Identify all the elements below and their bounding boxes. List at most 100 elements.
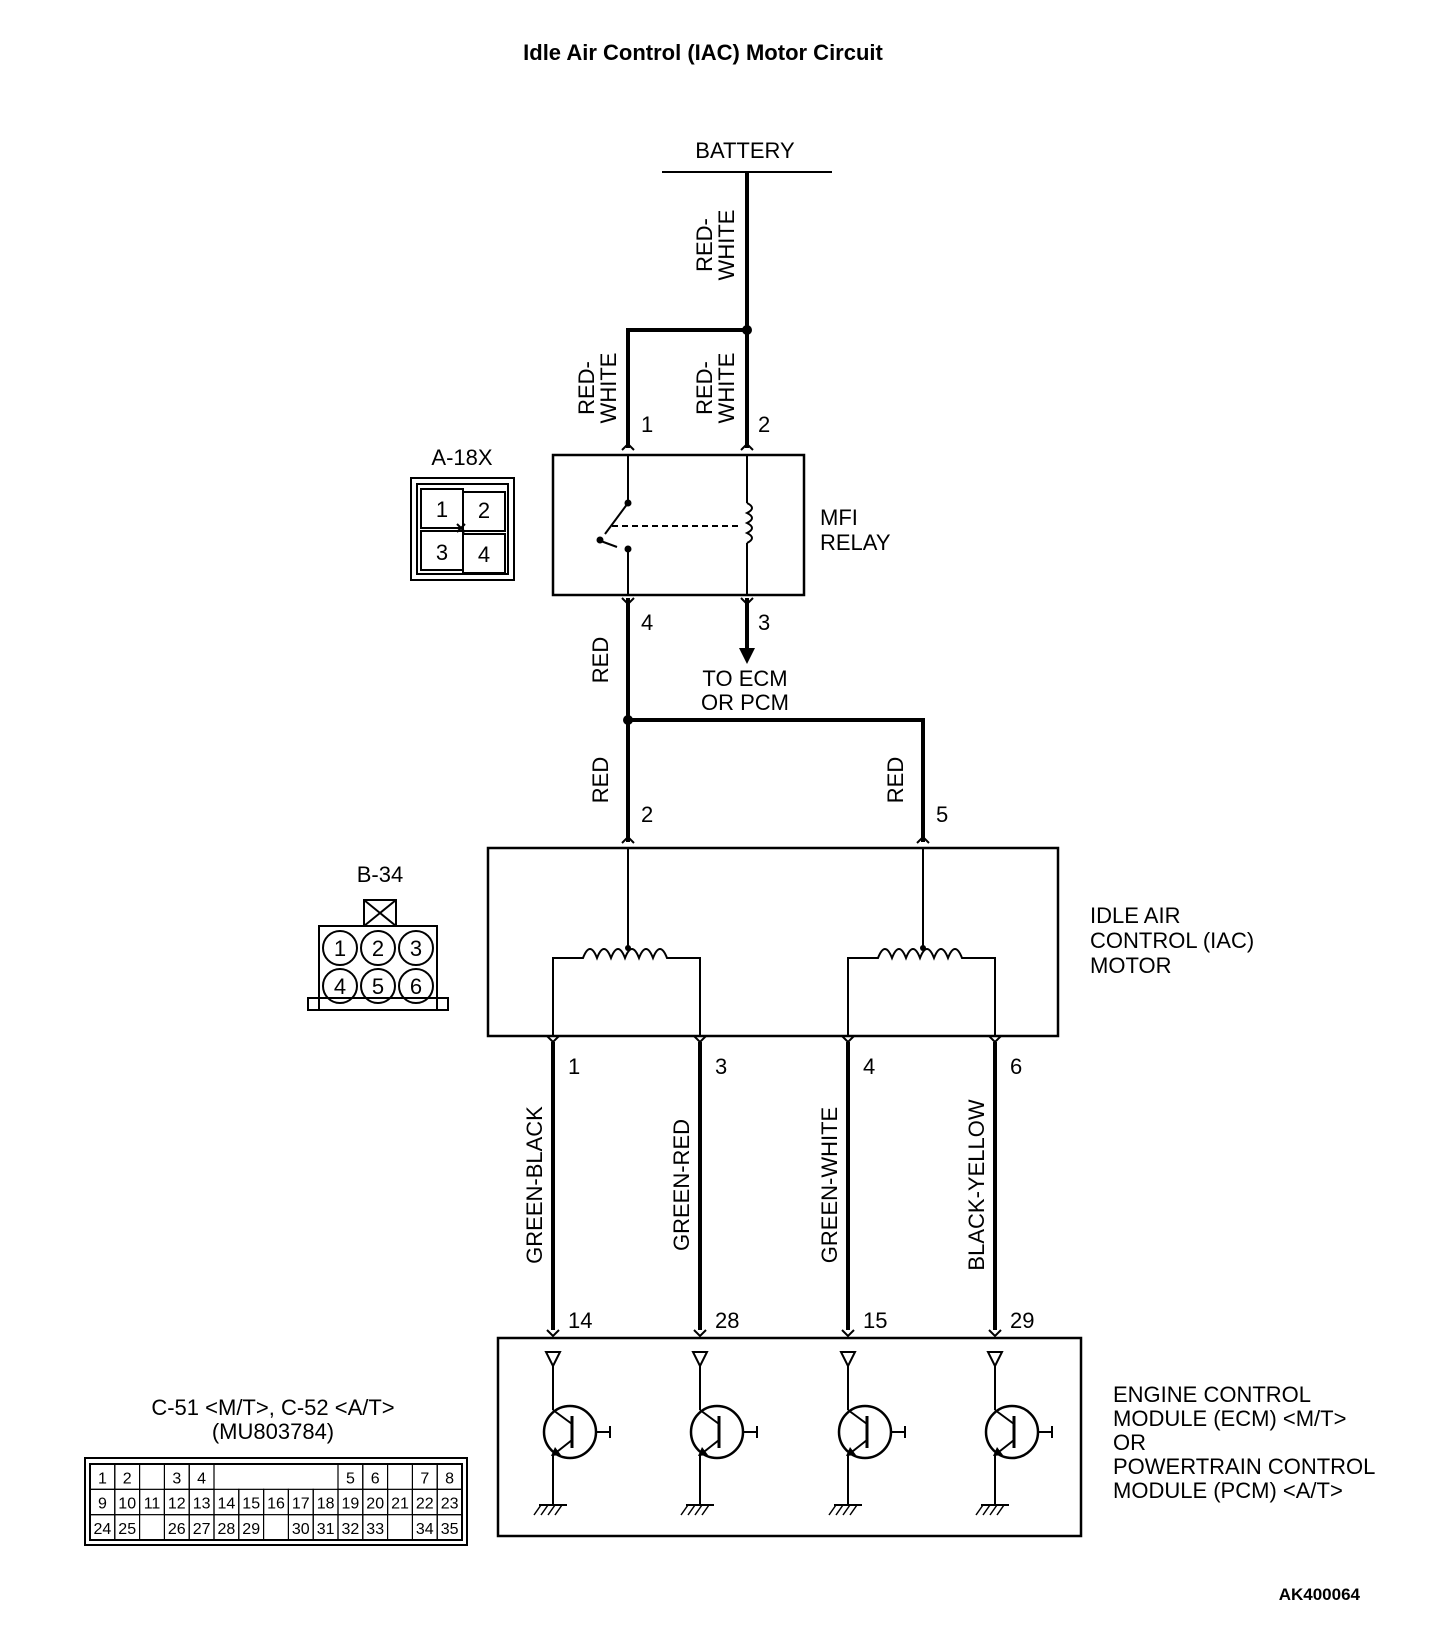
wire-label-relay-pin2: RED- WHITE (692, 353, 739, 424)
connector-c51-pin: 16 (267, 1496, 285, 1513)
ecm-driver-transistor (680, 1351, 758, 1516)
connector-c51-pin: 28 (218, 1521, 236, 1538)
svg-text:WHITE: WHITE (714, 353, 739, 424)
iac-pin-3: 3 (715, 1054, 727, 1079)
wire-label-green-black: GREEN-BLACK (522, 1106, 547, 1264)
ecm-label: ENGINE CONTROL MODULE (ECM) <M/T> OR POW… (1113, 1382, 1375, 1503)
terminal-mark (621, 442, 635, 451)
svg-text:MODULE (PCM) <A/T>: MODULE (PCM) <A/T> (1113, 1478, 1343, 1503)
svg-text:3: 3 (410, 936, 422, 961)
svg-text:2: 2 (372, 936, 384, 961)
connector-c51-pin: 33 (366, 1521, 384, 1538)
connector-c51-pin: 34 (416, 1521, 434, 1538)
svg-text:RELAY: RELAY (820, 530, 891, 555)
wire-iac-pin5 (628, 718, 925, 842)
connector-a18x: 1 2 3 4 (410, 477, 515, 581)
svg-text:1: 1 (334, 936, 346, 961)
connector-c51-pin: 2 (123, 1470, 132, 1487)
connector-c51-pin: 31 (317, 1521, 335, 1538)
svg-text:RED-: RED- (692, 218, 717, 272)
ecm-pin-28: 28 (715, 1308, 739, 1333)
figure-code: AK400064 (1279, 1585, 1361, 1604)
svg-text:OR PCM: OR PCM (701, 690, 789, 715)
wire-label-iac-pin5: RED (883, 757, 908, 803)
svg-text:4: 4 (334, 974, 346, 999)
terminal-mark (621, 835, 635, 844)
iac-motor-label: IDLE AIR CONTROL (IAC) MOTOR (1090, 903, 1254, 978)
connector-c51-pin: 27 (193, 1521, 211, 1538)
connector-c51-pin: 10 (118, 1496, 136, 1513)
connector-c51-cell (238, 1514, 265, 1541)
ecm-driver-transistor (828, 1351, 906, 1516)
connector-c51-pin: 23 (441, 1496, 459, 1513)
svg-text:OR: OR (1113, 1430, 1146, 1455)
connector-c51-pin: 30 (292, 1521, 310, 1538)
connector-c51-pin: 5 (346, 1470, 355, 1487)
connector-c51-pin: 19 (342, 1496, 360, 1513)
iac-coil-left (552, 948, 701, 1036)
terminal-mark (916, 835, 930, 844)
connector-c51-cell (114, 1514, 141, 1541)
svg-text:1: 1 (436, 497, 448, 522)
connector-c51-pin: 32 (342, 1521, 360, 1538)
connector-c51-pin: 20 (366, 1496, 384, 1513)
relay-pin-3: 3 (758, 610, 770, 635)
terminal-mark (546, 1329, 560, 1338)
mfi-relay-box (551, 453, 806, 597)
ecm-pin-15: 15 (863, 1308, 887, 1333)
connector-c51-name: C-51 <M/T>, C-52 <A/T> (151, 1395, 394, 1420)
wire-label-relay-out: RED (588, 637, 613, 683)
connector-c51-pin: 29 (242, 1521, 260, 1538)
iac-coil-right (847, 948, 996, 1036)
relay-coil (744, 502, 753, 544)
wire-label-relay-pin1: RED- WHITE (574, 353, 621, 424)
terminal-mark (740, 442, 754, 451)
connector-c51-pin: 14 (218, 1496, 236, 1513)
connector-c51-pin: 35 (441, 1521, 459, 1538)
svg-text:3: 3 (436, 540, 448, 565)
connector-c51-cell (436, 1514, 463, 1541)
battery-label: BATTERY (695, 138, 795, 163)
ecm-driver-transistor (975, 1351, 1053, 1516)
connector-c51-pin: 12 (168, 1496, 186, 1513)
wire-relay-pin1 (626, 328, 747, 448)
connector-c51-pin: 17 (292, 1496, 310, 1513)
connector-c51-pin: 3 (172, 1470, 181, 1487)
connector-b34: 1 2 3 4 5 6 (307, 899, 449, 1011)
connector-a18x-name: A-18X (431, 445, 492, 470)
svg-text:MODULE (ECM) <M/T>: MODULE (ECM) <M/T> (1113, 1406, 1346, 1431)
wire-label-green-white: GREEN-WHITE (817, 1107, 842, 1263)
iac-pin-6: 6 (1010, 1054, 1022, 1079)
ecm-pin-14: 14 (568, 1308, 592, 1333)
svg-text:CONTROL (IAC): CONTROL (IAC) (1090, 928, 1254, 953)
connector-b34-name: B-34 (357, 862, 403, 887)
svg-text:RED-: RED- (692, 361, 717, 415)
iac-pin-4: 4 (863, 1054, 875, 1079)
svg-text:IDLE AIR: IDLE AIR (1090, 903, 1180, 928)
iac-pin-5: 5 (936, 802, 948, 827)
connector-c51-pin: 6 (371, 1470, 380, 1487)
svg-text:6: 6 (410, 974, 422, 999)
wire-label-iac-pin2: RED (588, 757, 613, 803)
ecm-box (496, 1336, 1083, 1538)
coil-center-tap (920, 945, 926, 951)
ecm-driver-transistor (533, 1351, 611, 1516)
terminal-mark (988, 1329, 1002, 1338)
terminal-mark (841, 1329, 855, 1338)
connector-c51-pin: 15 (242, 1496, 260, 1513)
relay-switch-arm (597, 539, 618, 548)
svg-text:2: 2 (478, 498, 490, 523)
connector-c51-pin: 9 (98, 1496, 107, 1513)
svg-text:WHITE: WHITE (596, 353, 621, 424)
connector-c51-pin: 22 (416, 1496, 434, 1513)
terminal-mark (693, 1329, 707, 1338)
connector-c51-pin: 21 (391, 1496, 409, 1513)
ecm-drivers (533, 1351, 1053, 1516)
svg-text:WHITE: WHITE (714, 210, 739, 281)
svg-text:MOTOR: MOTOR (1090, 953, 1171, 978)
svg-text:ENGINE CONTROL: ENGINE CONTROL (1113, 1382, 1311, 1407)
iac-motor-box (486, 846, 1060, 1038)
relay-switch-arm (604, 502, 629, 535)
relay-pin-2: 2 (758, 412, 770, 437)
